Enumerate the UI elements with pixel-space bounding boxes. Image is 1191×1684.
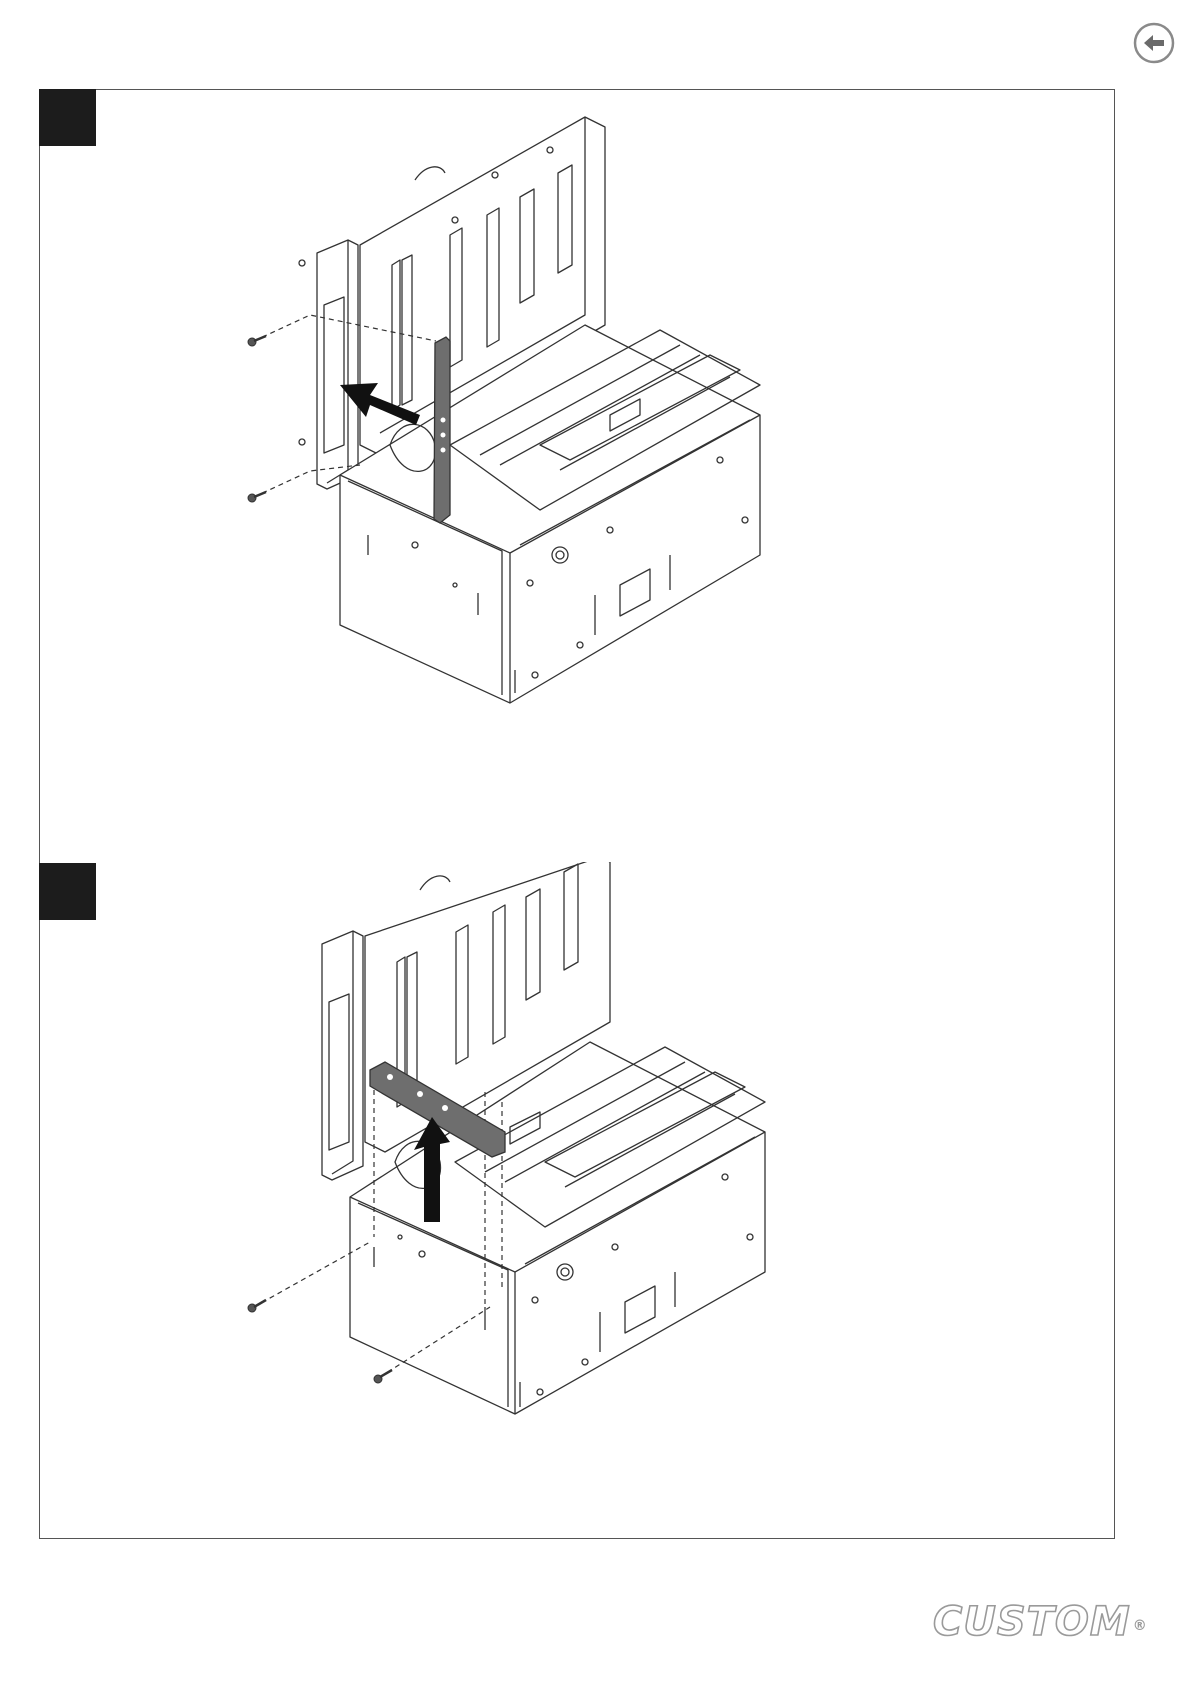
vertical-bracket [434, 337, 450, 523]
back-arrow-icon[interactable] [1133, 22, 1175, 64]
figure-step-2 [240, 862, 840, 1462]
custom-logo: CUSTOM® [933, 1600, 1146, 1644]
figure-step-1 [240, 115, 840, 770]
step-2-marker [39, 863, 96, 920]
step-1-marker [39, 89, 96, 146]
